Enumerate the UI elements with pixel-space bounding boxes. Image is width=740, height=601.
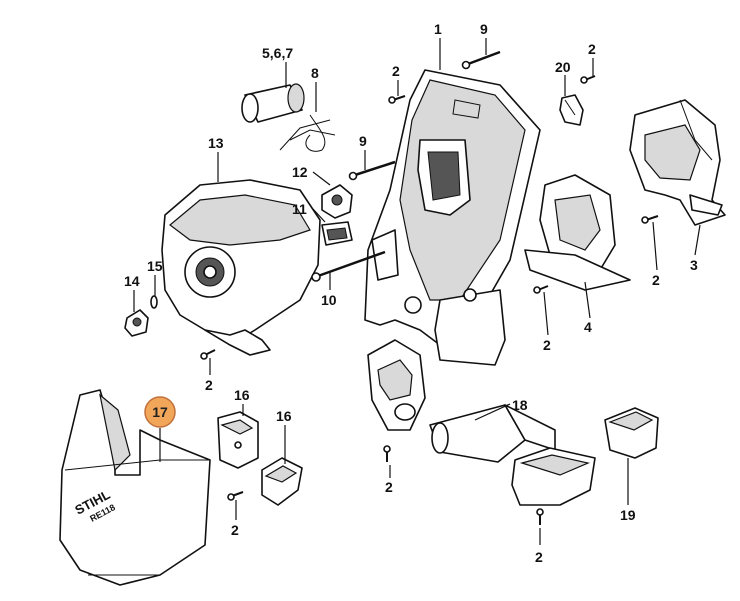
callout-4: 4 bbox=[584, 319, 592, 335]
part-12-knob bbox=[321, 184, 353, 219]
part-17-front-cover: STIHL RE118 bbox=[59, 389, 211, 586]
callout-2-top: 2 bbox=[392, 63, 400, 79]
part-16-bracket-upper bbox=[217, 411, 259, 469]
callout-2-upper-right: 2 bbox=[588, 41, 596, 57]
part-8-wire bbox=[305, 114, 326, 152]
part-4-bracket bbox=[524, 174, 631, 291]
callout-8: 8 bbox=[311, 65, 319, 81]
part-9-screws bbox=[348, 50, 501, 181]
callout-5-6-7: 5,6,7 bbox=[262, 45, 293, 61]
part-2-screws bbox=[200, 75, 659, 525]
callout-2-bottom: 2 bbox=[535, 549, 543, 565]
part-20-clip bbox=[559, 94, 584, 126]
callout-14: 14 bbox=[124, 273, 140, 289]
duct-lower bbox=[511, 447, 596, 506]
callout-12: 12 bbox=[292, 164, 308, 180]
callout-3: 3 bbox=[690, 257, 698, 273]
callout-9-mid: 9 bbox=[359, 133, 367, 149]
part-19-cup bbox=[604, 407, 659, 459]
callout-19: 19 bbox=[620, 507, 636, 523]
callout-1: 1 bbox=[434, 21, 442, 37]
callout-10: 10 bbox=[321, 292, 337, 308]
callout-labels: 1 9 2 5,6,7 8 9 12 11 10 13 14 15 2 20 2… bbox=[124, 21, 698, 565]
callout-20: 20 bbox=[555, 59, 571, 75]
part-14-grommet bbox=[124, 309, 149, 337]
part-11-switch bbox=[321, 221, 353, 246]
callout-2-left: 2 bbox=[205, 377, 213, 393]
part-5-6-7-capacitor bbox=[241, 83, 336, 151]
callout-18: 18 bbox=[512, 397, 528, 413]
part-1-main-housing bbox=[364, 69, 541, 366]
leader-lines bbox=[133, 38, 701, 545]
part-18-tube bbox=[429, 404, 556, 463]
callout-2-right: 2 bbox=[652, 272, 660, 288]
part-3-shroud bbox=[629, 99, 726, 226]
part-16-bracket-lower bbox=[261, 457, 303, 506]
callout-15: 15 bbox=[147, 258, 163, 274]
callout-2-lower-left: 2 bbox=[231, 522, 239, 538]
callout-11: 11 bbox=[292, 201, 307, 217]
callout-16-upper: 16 bbox=[234, 387, 250, 403]
callout-9-top: 9 bbox=[480, 21, 488, 37]
callout-17-badge bbox=[144, 396, 176, 428]
callout-16-lower: 16 bbox=[276, 408, 292, 424]
callout-13: 13 bbox=[208, 135, 224, 151]
part-10-long-screw bbox=[311, 250, 386, 282]
callout-17: 17 bbox=[152, 404, 168, 420]
part-15-ring bbox=[150, 295, 158, 309]
part-13-motor-cover bbox=[161, 179, 321, 356]
callout-2-lower-mid: 2 bbox=[385, 479, 393, 495]
duct-upper bbox=[367, 339, 426, 431]
callout-2-mid-right: 2 bbox=[543, 337, 551, 353]
